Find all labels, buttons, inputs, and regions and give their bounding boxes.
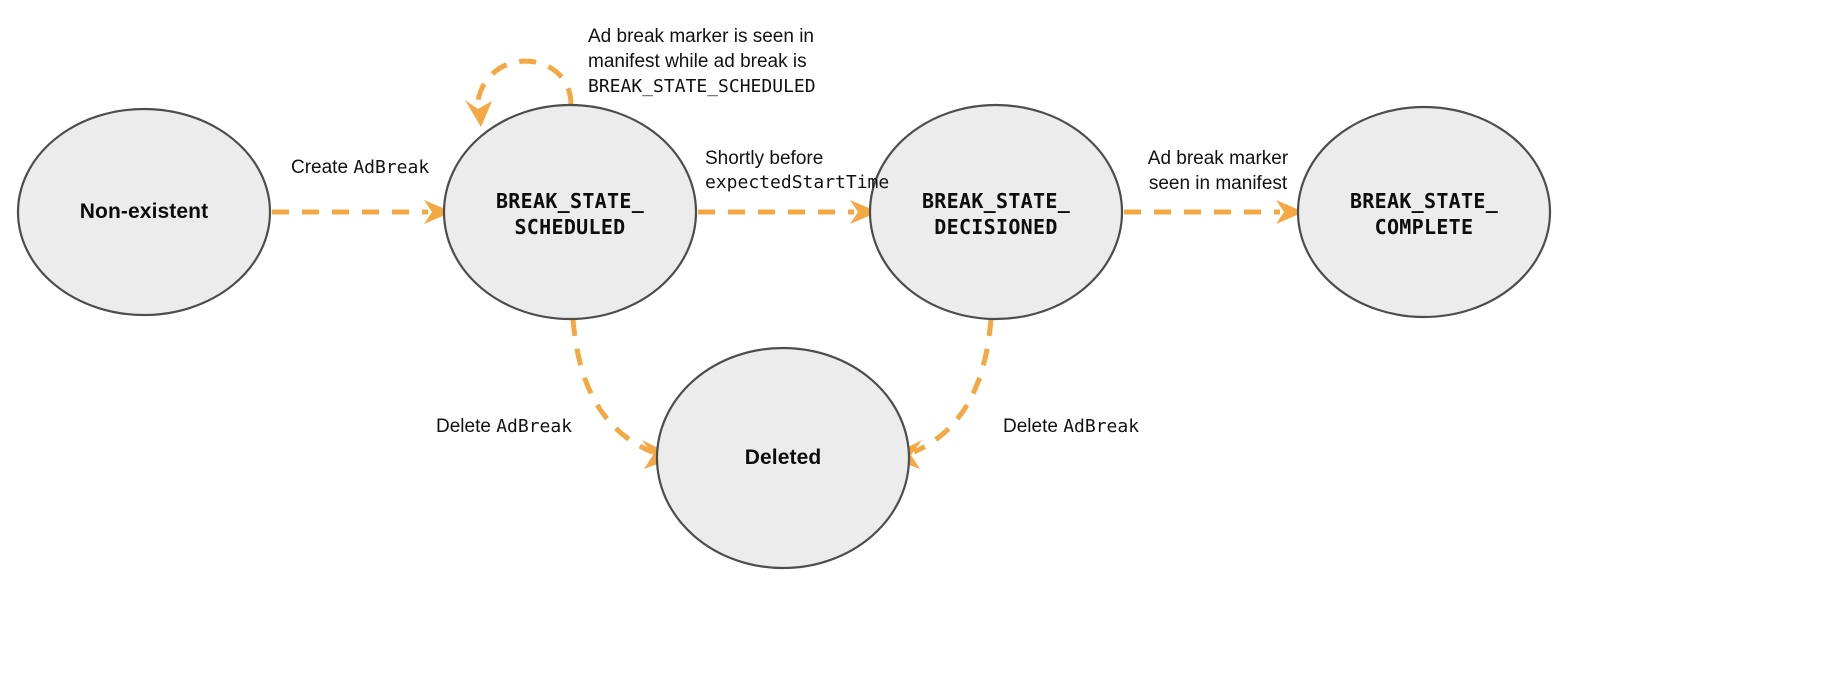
node-break-state-scheduled[interactable] <box>442 103 698 321</box>
edge-scheduled-self-loop <box>465 58 574 127</box>
edge-create-adbreak-arrowhead <box>424 200 452 224</box>
node-non-existent[interactable] <box>16 107 272 317</box>
edge-marker-seen-manifest <box>1124 200 1304 224</box>
node-break-state-decisioned[interactable] <box>868 103 1124 321</box>
edge-marker-seen-manifest-arrowhead <box>1276 200 1304 224</box>
node-break-state-complete[interactable] <box>1296 105 1552 319</box>
edge-create-adbreak <box>272 200 452 224</box>
node-deleted[interactable] <box>655 346 911 570</box>
edge-scheduled-self-loop-arrowhead <box>465 100 492 127</box>
edge-delete-from-scheduled-line <box>570 318 653 455</box>
edge-delete-from-decisioned-line <box>912 318 994 455</box>
edge-scheduled-self-loop-line <box>474 58 574 109</box>
edge-shortly-before-arrowhead <box>850 200 878 224</box>
edge-shortly-before <box>698 200 878 224</box>
